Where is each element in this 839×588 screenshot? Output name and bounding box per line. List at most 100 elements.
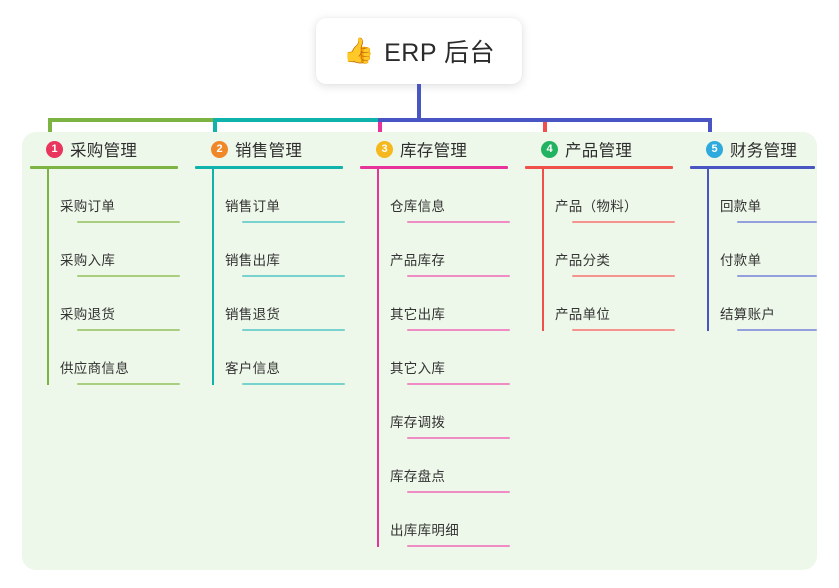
branch-item[interactable]: 产品单位 [525, 277, 675, 331]
branch-item-rule [407, 221, 510, 223]
branch-item[interactable]: 产品（物料） [525, 169, 675, 223]
branch-items: 销售订单销售出库销售退货客户信息 [195, 169, 345, 385]
branch-item[interactable]: 供应商信息 [30, 331, 180, 385]
root-node[interactable]: 👍 ERP 后台 [316, 18, 522, 84]
branch-header-1[interactable]: 1 采购管理 [30, 132, 178, 166]
branch-item[interactable]: 库存盘点 [360, 439, 510, 493]
branch-header-2[interactable]: 2 销售管理 [195, 132, 343, 166]
branch-item-label: 仓库信息 [390, 199, 446, 214]
branch-item[interactable]: 产品分类 [525, 223, 675, 277]
branch-items: 产品（物料） 产品分类产品单位 [525, 169, 675, 331]
branch-items: 仓库信息产品库存其它出库其它入库库存调拨库存盘点出库库明细 [360, 169, 510, 547]
branch-drop-connector-3 [378, 118, 382, 145]
branch-item-rule [77, 221, 180, 223]
branch-item[interactable]: 付款单 [690, 223, 817, 277]
branch-item[interactable]: 销售出库 [195, 223, 345, 277]
branch-item-label: 出库库明细 [390, 523, 459, 538]
branch-title: 财务管理 [730, 142, 798, 160]
branch-title: 销售管理 [235, 142, 303, 160]
branch-item-label: 客户信息 [225, 361, 281, 376]
branch-title: 采购管理 [70, 142, 138, 160]
branch-items: 采购订单采购入库采购退货供应商信息 [30, 169, 180, 385]
branch-spine [542, 169, 544, 331]
branch-item-rule [407, 383, 510, 385]
branch-item[interactable]: 其它入库 [360, 331, 510, 385]
branch-item[interactable]: 其它出库 [360, 277, 510, 331]
branch-item-label: 销售退货 [225, 307, 281, 322]
branch-item-label: 其它出库 [390, 307, 446, 322]
branch-header-rule [30, 166, 178, 169]
branch-item[interactable]: 客户信息 [195, 331, 345, 385]
branch-item[interactable]: 结算账户 [690, 277, 817, 331]
branch-item[interactable]: 回款单 [690, 169, 817, 223]
branch-item-label: 供应商信息 [60, 361, 129, 376]
branch-item-rule [407, 275, 510, 277]
branch-bar-segment [378, 118, 547, 122]
branch-item-label: 销售订单 [225, 199, 281, 214]
branch-item-label: 采购退货 [60, 307, 116, 322]
branch-drop-connector-1 [48, 118, 52, 145]
branch-header-rule [690, 166, 815, 169]
branch-item-rule [407, 437, 510, 439]
branch-item-rule [737, 275, 817, 277]
branch-bar-segment [213, 118, 382, 122]
branch-item-label: 库存调拨 [390, 415, 446, 430]
branch-header-3[interactable]: 3 库存管理 [360, 132, 508, 166]
branch-item-label: 产品（物料） [555, 199, 638, 214]
branch-item-label: 采购入库 [60, 253, 116, 268]
branch-item-label: 其它入库 [390, 361, 446, 376]
branch-bar-segment [543, 118, 712, 122]
branch-item[interactable]: 库存调拨 [360, 385, 510, 439]
branch-item-rule [242, 275, 345, 277]
branches-panel: 1 采购管理采购订单采购入库采购退货供应商信息 2 销售管理销售订单销售出库销售退货客… [22, 132, 817, 570]
branch-number-badge: 2 [211, 140, 228, 158]
branch-item-rule [737, 329, 817, 331]
branch-column-1: 1 采购管理采购订单采购入库采购退货供应商信息 [30, 132, 180, 385]
branch-number-badge: 1 [46, 140, 63, 158]
branch-spine [212, 169, 214, 385]
branch-item-rule [572, 221, 675, 223]
branch-item-rule [572, 329, 675, 331]
branch-item-label: 库存盘点 [390, 469, 446, 484]
root-stem-connector [417, 84, 421, 118]
branch-item-label: 产品库存 [390, 253, 446, 268]
branch-item-label: 销售出库 [225, 253, 281, 268]
branch-item-rule [77, 329, 180, 331]
root-node-title: ERP 后台 [384, 39, 496, 67]
branch-spine [377, 169, 379, 547]
branch-drop-connector-2 [213, 118, 217, 145]
branch-item[interactable]: 销售退货 [195, 277, 345, 331]
branch-item[interactable]: 采购订单 [30, 169, 180, 223]
branch-item-rule [407, 491, 510, 493]
branch-drop-connector-5 [708, 118, 712, 145]
branch-bar-segment [48, 118, 217, 122]
branch-item-rule [407, 329, 510, 331]
branch-spine [47, 169, 49, 385]
branch-item-label: 采购订单 [60, 199, 116, 214]
branch-item-label: 结算账户 [720, 307, 776, 322]
branch-header-rule [195, 166, 343, 169]
thumbs-up-icon: 👍 [342, 36, 375, 65]
branch-number-badge: 4 [541, 140, 558, 158]
branch-item[interactable]: 仓库信息 [360, 169, 510, 223]
branch-item[interactable]: 销售订单 [195, 169, 345, 223]
branch-item-label: 产品单位 [555, 307, 611, 322]
branch-item[interactable]: 产品库存 [360, 223, 510, 277]
branch-column-2: 2 销售管理销售订单销售出库销售退货客户信息 [195, 132, 345, 385]
branch-title: 库存管理 [400, 142, 468, 160]
branch-items: 回款单付款单结算账户 [690, 169, 817, 331]
branch-item[interactable]: 采购入库 [30, 223, 180, 277]
branch-item-rule [572, 275, 675, 277]
branch-drop-connector-4 [543, 118, 547, 145]
branch-item[interactable]: 采购退货 [30, 277, 180, 331]
branch-header-rule [360, 166, 508, 169]
branch-item[interactable]: 出库库明细 [360, 493, 510, 547]
branch-header-rule [525, 166, 673, 169]
branch-number-badge: 3 [376, 140, 393, 158]
branch-item-label: 产品分类 [555, 253, 611, 268]
